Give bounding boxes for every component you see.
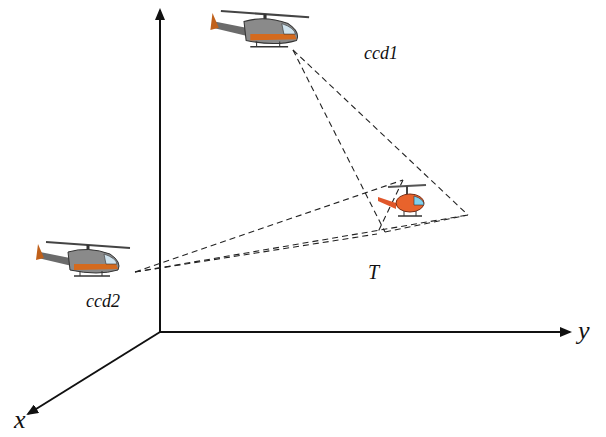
axis-label: y bbox=[578, 318, 590, 344]
target-label: T bbox=[368, 262, 379, 282]
ccd-label: ccd2 bbox=[86, 292, 120, 310]
ccd-label: ccd1 bbox=[364, 44, 398, 62]
axis-label: x bbox=[14, 407, 26, 433]
